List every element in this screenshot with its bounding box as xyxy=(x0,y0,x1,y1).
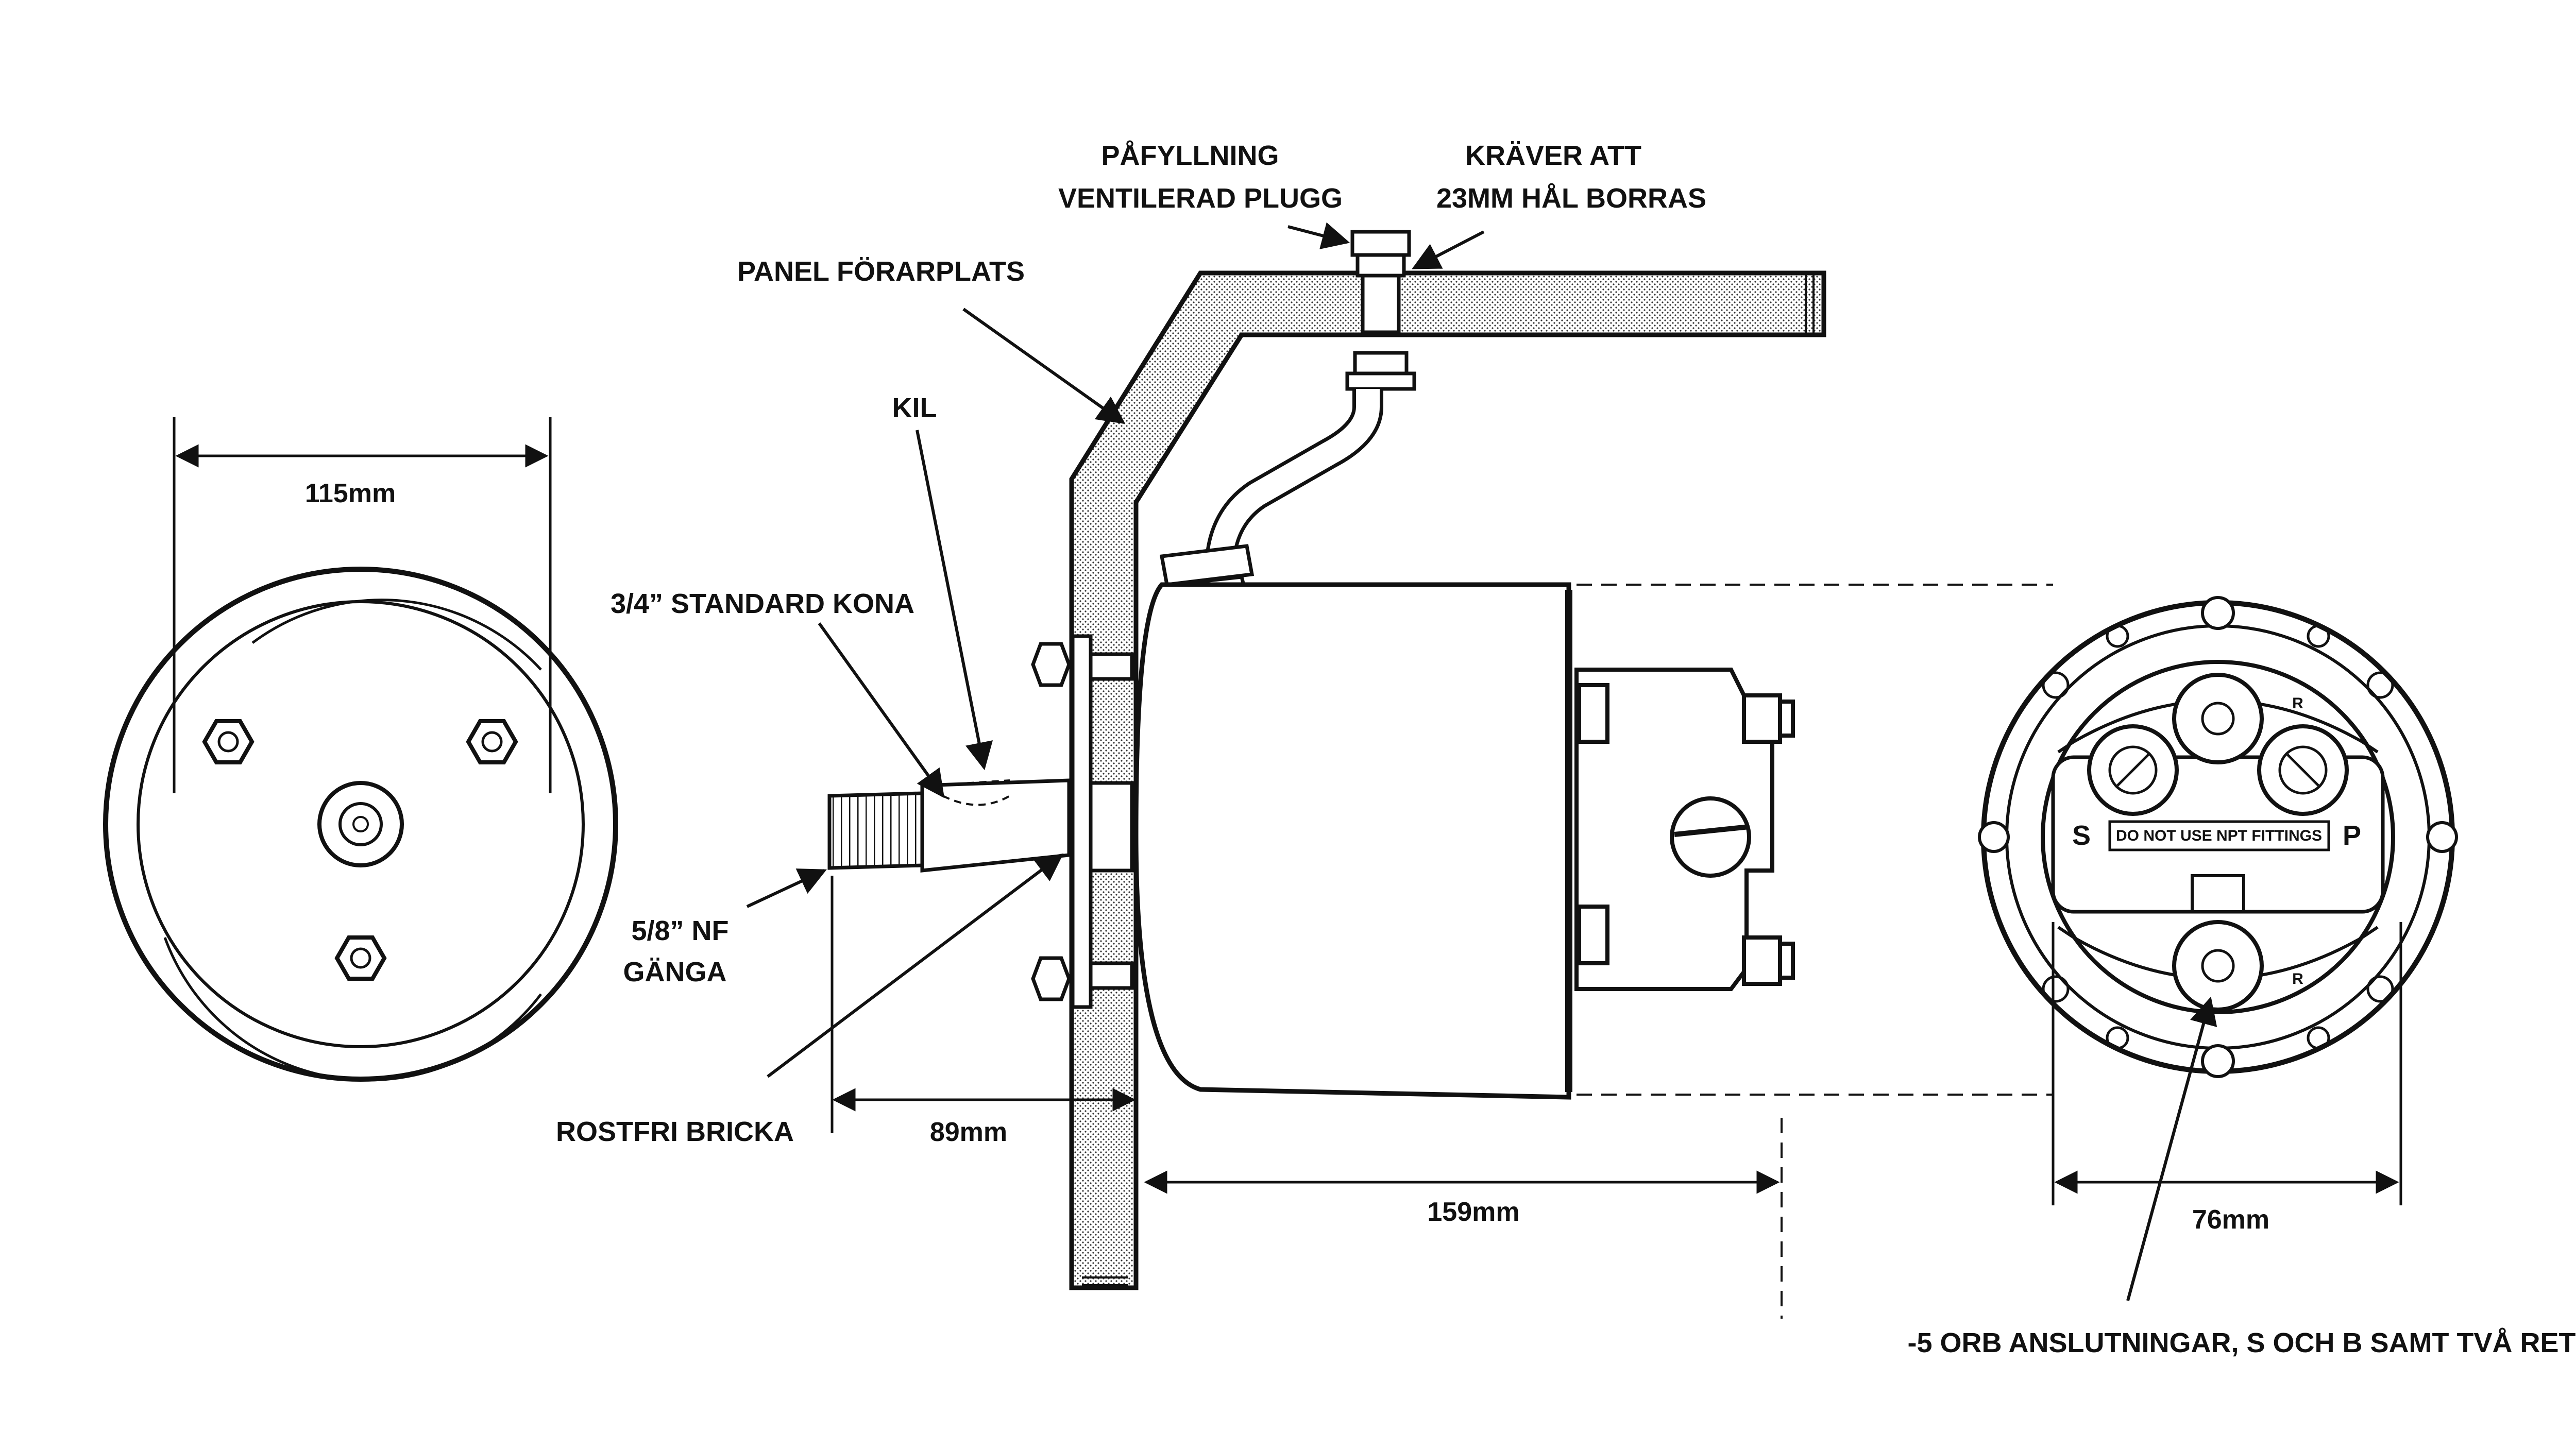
dimension-label-159: 159mm xyxy=(1427,1197,1519,1227)
fill-plug-label-line1: PÅFYLLNING xyxy=(1101,140,1279,171)
pump-body xyxy=(1136,585,1569,1097)
port-p-label: P xyxy=(2343,820,2361,851)
dimension-label-115: 115mm xyxy=(305,479,396,508)
taper-label: 3/4” STANDARD KONA xyxy=(611,588,914,619)
key-label: KIL xyxy=(892,393,937,423)
fill-plug-label-line2: VENTILERAD PLUGG xyxy=(1058,183,1343,214)
dimension-label-89: 89mm xyxy=(930,1117,1007,1147)
washer-label: ROSTFRI BRICKA xyxy=(556,1116,794,1147)
panel-label: PANEL FÖRARPLATS xyxy=(737,256,1025,287)
drill-label-line1: KRÄVER ATT xyxy=(1465,140,1641,171)
port-s-label: S xyxy=(2072,820,2091,851)
ports-label: -5 ORB ANSLUTNINGAR, S OCH B SAMT TVÅ RE… xyxy=(1908,1327,2576,1358)
return-r-bottom-label: R xyxy=(2292,970,2303,987)
steering-shaft xyxy=(829,780,1069,871)
drill-label-line2: 23MM HÅL BORRAS xyxy=(1436,183,1706,214)
return-r-top-label: R xyxy=(2292,695,2303,712)
rear-port-block xyxy=(1577,670,1793,989)
hex-nut-top-left xyxy=(205,721,252,762)
front-view xyxy=(106,569,616,1080)
thread-label-line1: 5/8” NF xyxy=(631,915,728,946)
thread-label-line2: GÄNGA xyxy=(623,957,727,987)
warning-text: DO NOT USE NPT FITTINGS xyxy=(2116,827,2322,844)
dimension-label-76: 76mm xyxy=(2192,1205,2269,1235)
hex-nut-bottom xyxy=(337,937,384,979)
hex-nut-top-right xyxy=(468,721,516,762)
